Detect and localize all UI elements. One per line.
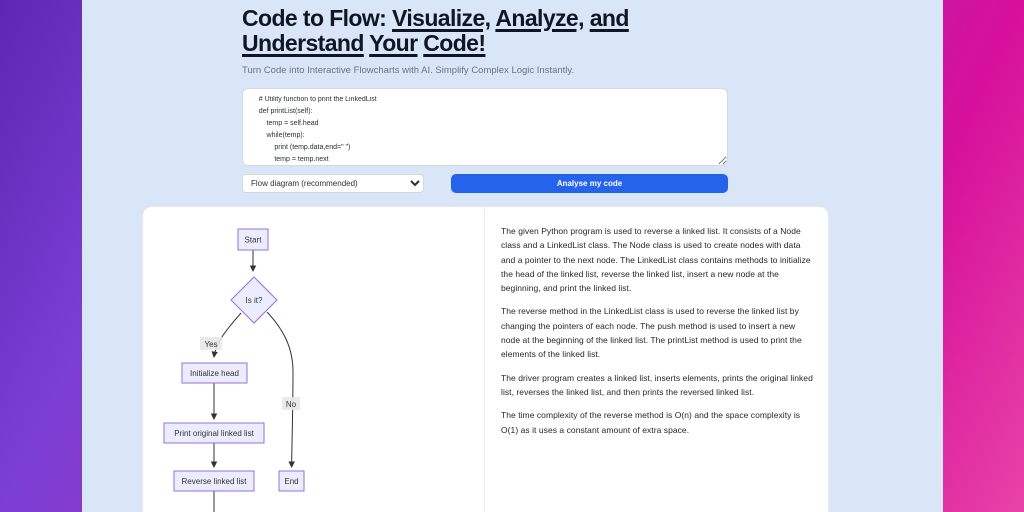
svg-text:Print original linked list: Print original linked list (174, 429, 254, 438)
flow-node-reverse-list: Reverse linked list (173, 470, 255, 492)
svg-text:Start: Start (245, 236, 263, 245)
explanation-paragraph: The given Python program is used to reve… (501, 226, 811, 294)
edge-label-yes-bg (200, 337, 222, 350)
flow-node-initialize-head: Initialize head (181, 362, 248, 384)
flow-edge-decision-init-yes: Yes (200, 312, 242, 358)
edge-label-yes: Yes (204, 340, 217, 349)
svg-text:Is it?: Is it? (246, 296, 263, 305)
flowchart-svg: Yes No (163, 228, 305, 512)
hero-section: Code to Flow: Visualize, Analyze, and Un… (242, 0, 728, 193)
svg-text:Initialize head: Initialize head (190, 369, 239, 378)
page-title: Code to Flow: Visualize, Analyze, and Un… (242, 6, 728, 56)
svg-text:Reverse linked list: Reverse linked list (182, 477, 248, 486)
explanation-paragraph: The reverse method in the LinkedList cla… (501, 306, 802, 360)
flow-node-decision: Is it? (230, 276, 278, 324)
flow-node-start: Start (237, 228, 269, 251)
diagram-type-select[interactable]: Flow diagram (recommended) (242, 174, 424, 193)
content-column: Code to Flow: Visualize, Analyze, and Un… (82, 0, 943, 512)
flow-node-print-original: Print original linked list (163, 422, 265, 444)
explanation-panel: The given Python program is used to reve… (485, 207, 828, 512)
controls-row: Flow diagram (recommended) Analyse my co… (242, 174, 728, 193)
edge-label-no-bg (282, 397, 300, 410)
flow-node-end: End (278, 470, 305, 492)
page-title-underlined: Visualize, Analyze, and Understand Your … (242, 5, 629, 56)
flow-edge-decision-end-no: No (266, 311, 300, 468)
page-subtitle: Turn Code into Interactive Flowcharts wi… (242, 65, 575, 76)
result-card: Yes No (142, 206, 829, 512)
page-title-plain: Code to Flow: (242, 5, 393, 31)
code-input[interactable]: # Utility function to print the LinkedLi… (242, 88, 728, 166)
analyse-code-button[interactable]: Analyse my code (451, 174, 728, 193)
explanation-paragraph: The driver program creates a linked list… (501, 372, 813, 397)
flowchart-panel: Yes No (143, 207, 485, 512)
explanation-paragraph: The time complexity of the reverse metho… (501, 410, 801, 435)
edge-label-no: No (286, 400, 297, 409)
svg-text:End: End (284, 477, 298, 486)
